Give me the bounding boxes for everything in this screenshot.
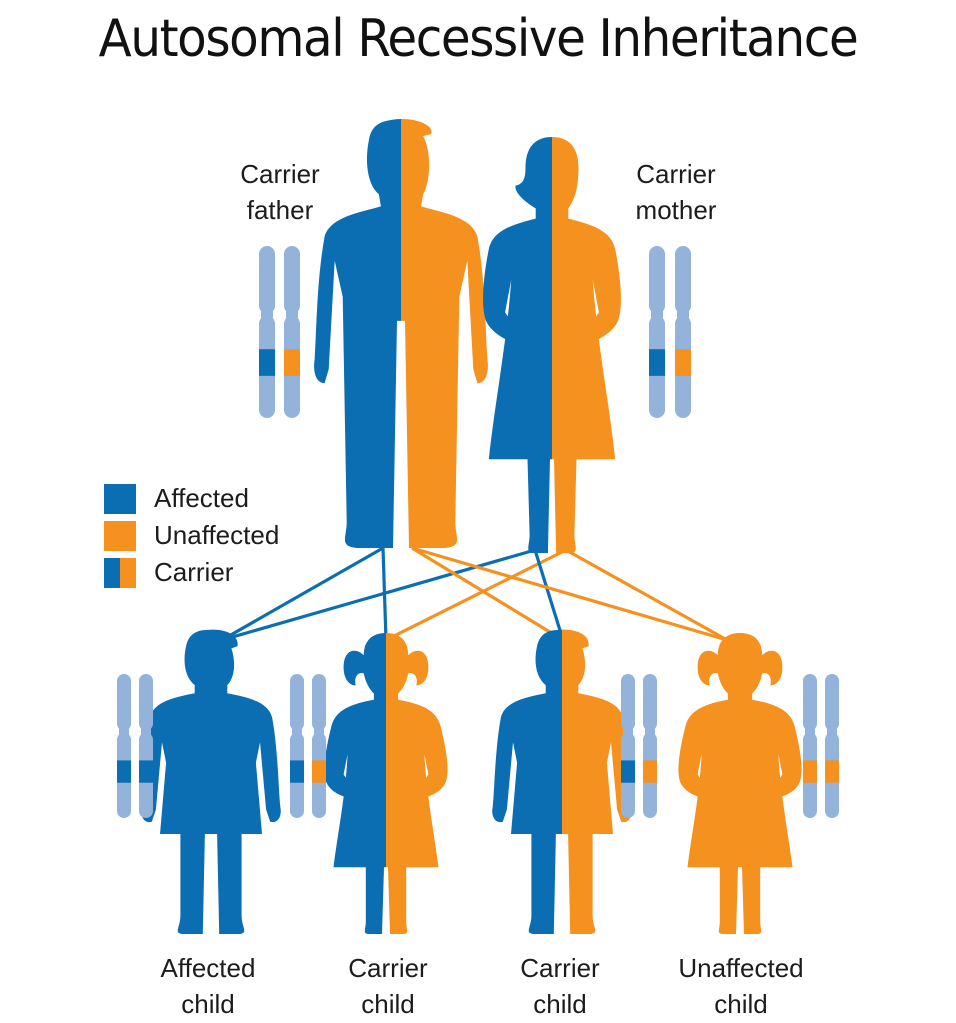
allele-band-unaffected [803, 760, 817, 783]
mother-unaffected-half [552, 137, 621, 553]
chromosome-pairs [117, 246, 839, 818]
chromosome-2 [675, 246, 691, 418]
allele-band-unaffected [825, 760, 839, 783]
line-mother-to-child1 [221, 548, 536, 642]
child2-chromosome-pair [290, 674, 326, 818]
child4-label: Unaffected child [678, 953, 804, 1019]
allele-band-unaffected [643, 760, 657, 783]
mother-label: Carrier mother [635, 159, 717, 225]
line-father-to-child3 [411, 546, 564, 642]
allele-band-affected [259, 349, 275, 376]
mother-affected-half [483, 137, 552, 553]
allele-band-affected [290, 760, 304, 783]
affected-swatch [104, 483, 136, 514]
child-figure-child1 [141, 629, 281, 934]
line-mother-to-child3 [533, 549, 565, 641]
chromosome-2 [284, 246, 300, 418]
diagram-title: Autosomal Recessive Inheritance [98, 9, 859, 69]
chromosome-2 [825, 674, 839, 818]
mother-chromosome-pair [649, 246, 691, 418]
chromosome-1 [621, 674, 635, 818]
child1-label: Affected child [160, 953, 256, 1019]
child2-affected-half [324, 633, 386, 934]
child3-chromosome-pair [621, 674, 657, 818]
carrier-swatch [104, 557, 136, 588]
child4-chromosome-pair [803, 674, 839, 818]
chromosome-1 [117, 674, 131, 818]
allele-band-unaffected [675, 349, 691, 376]
child1-silhouette [141, 629, 281, 934]
parent-figure-mother [483, 137, 621, 553]
child3-affected-half [492, 629, 562, 934]
allele-band-unaffected [284, 349, 300, 376]
father-chromosome-pair [259, 246, 300, 418]
allele-band-affected [621, 760, 635, 783]
chromosome-1 [259, 246, 275, 418]
legend: Affected Unaffected Carrier [104, 480, 279, 591]
chromosome-1 [649, 246, 665, 418]
parent-figure-father [314, 119, 488, 548]
line-father-to-child1 [221, 546, 384, 642]
unaffected-swatch [104, 520, 136, 551]
child-figure-child3 [492, 629, 632, 934]
legend-item-unaffected: Unaffected [104, 517, 279, 554]
child1-chromosome-pair [117, 674, 153, 818]
line-mother-to-child4 [565, 548, 728, 642]
chromosome-2 [643, 674, 657, 818]
child-figure-child2 [324, 633, 448, 934]
father-affected-half [314, 119, 401, 548]
inheritance-lines [221, 546, 728, 642]
allele-band-unaffected [312, 760, 326, 783]
line-father-to-child4 [411, 546, 728, 642]
legend-item-affected: Affected [104, 480, 279, 517]
allele-band-affected [117, 760, 131, 783]
chromosome-2 [139, 674, 153, 818]
child2-label: Carrier child [348, 953, 428, 1019]
allele-band-affected [649, 349, 665, 376]
chromosome-1 [803, 674, 817, 818]
chromosome-2 [312, 674, 326, 818]
line-mother-to-child2 [385, 548, 567, 642]
people [141, 119, 802, 934]
child3-label: Carrier child [520, 953, 600, 1019]
child4-silhouette [678, 633, 802, 934]
allele-band-affected [139, 760, 153, 783]
father-unaffected-half [401, 119, 488, 548]
child-figure-child4 [678, 633, 802, 934]
legend-item-carrier: Carrier [104, 554, 279, 591]
chromosome-1 [290, 674, 304, 818]
child2-unaffected-half [386, 633, 448, 934]
father-label: Carrier father [240, 159, 320, 225]
child3-unaffected-half [562, 629, 632, 934]
line-father-to-child2 [381, 547, 388, 641]
